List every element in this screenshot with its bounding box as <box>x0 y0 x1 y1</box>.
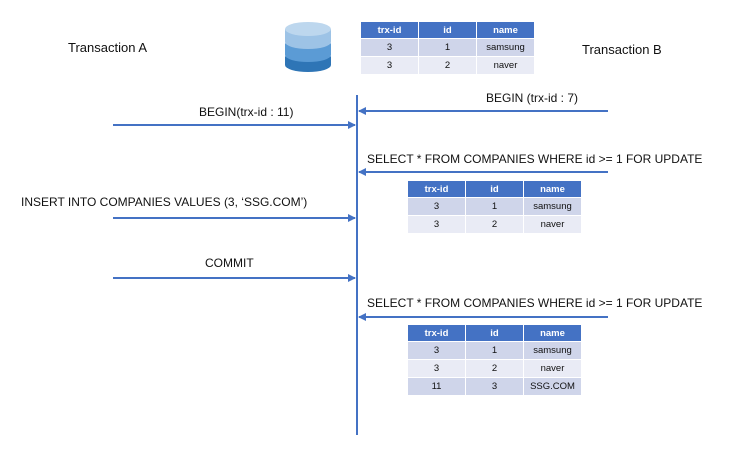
table-cell: samsung <box>523 197 582 216</box>
message-b-select-2: SELECT * FROM COMPANIES WHERE id >= 1 FO… <box>367 296 703 310</box>
table-cell: 11 <box>407 377 466 396</box>
table-row: 11 3 SSG.COM <box>407 377 582 396</box>
table-cell: 2 <box>418 56 477 75</box>
column-header: name <box>523 180 582 198</box>
table-cell: 2 <box>465 359 524 378</box>
column-header: id <box>465 180 524 198</box>
table-cell: SSG.COM <box>523 377 582 396</box>
table-cell: 3 <box>407 197 466 216</box>
message-a-begin: BEGIN(trx-id : 11) <box>199 105 294 119</box>
table-cell: samsung <box>476 38 535 57</box>
column-header: trx-id <box>360 21 419 39</box>
column-header: name <box>523 324 582 342</box>
table-cell: 1 <box>465 197 524 216</box>
table-row: 3 2 naver <box>407 359 582 378</box>
message-a-commit: COMMIT <box>205 256 254 270</box>
table-header-row: trx-id id name <box>360 21 535 39</box>
table-cell: 3 <box>407 341 466 360</box>
table-row: 3 2 naver <box>360 56 535 75</box>
column-header: name <box>476 21 535 39</box>
table-row: 3 1 samsung <box>407 197 582 216</box>
table-cell: 3 <box>360 38 419 57</box>
table-header-row: trx-id id name <box>407 324 582 342</box>
table-header-row: trx-id id name <box>407 180 582 198</box>
column-header: id <box>465 324 524 342</box>
message-b-select-1: SELECT * FROM COMPANIES WHERE id >= 1 FO… <box>367 152 703 166</box>
table-cell: 1 <box>465 341 524 360</box>
table-cell: 2 <box>465 215 524 234</box>
table-cell: 3 <box>407 359 466 378</box>
table-cell: 1 <box>418 38 477 57</box>
table-cell: 3 <box>360 56 419 75</box>
table-cell: naver <box>523 359 582 378</box>
transaction-b-label: Transaction B <box>582 42 662 57</box>
transaction-a-label: Transaction A <box>68 40 148 55</box>
table-cell: 3 <box>465 377 524 396</box>
table-row: 3 1 samsung <box>360 38 535 57</box>
column-header: trx-id <box>407 180 466 198</box>
table-cell: 3 <box>407 215 466 234</box>
database-icon <box>283 17 333 78</box>
companies-table-after-select-1: trx-id id name 3 1 samsung 3 2 naver <box>407 180 582 234</box>
table-row: 3 2 naver <box>407 215 582 234</box>
message-a-insert: INSERT INTO COMPANIES VALUES (3, ‘SSG.CO… <box>21 195 308 209</box>
table-cell: naver <box>523 215 582 234</box>
column-header: id <box>418 21 477 39</box>
table-cell: samsung <box>523 341 582 360</box>
companies-table-after-select-2: trx-id id name 3 1 samsung 3 2 naver 11 … <box>407 324 582 396</box>
column-header: trx-id <box>407 324 466 342</box>
message-b-begin: BEGIN (trx-id : 7) <box>486 91 579 105</box>
table-row: 3 1 samsung <box>407 341 582 360</box>
table-cell: naver <box>476 56 535 75</box>
companies-table-initial: trx-id id name 3 1 samsung 3 2 naver <box>360 21 535 75</box>
